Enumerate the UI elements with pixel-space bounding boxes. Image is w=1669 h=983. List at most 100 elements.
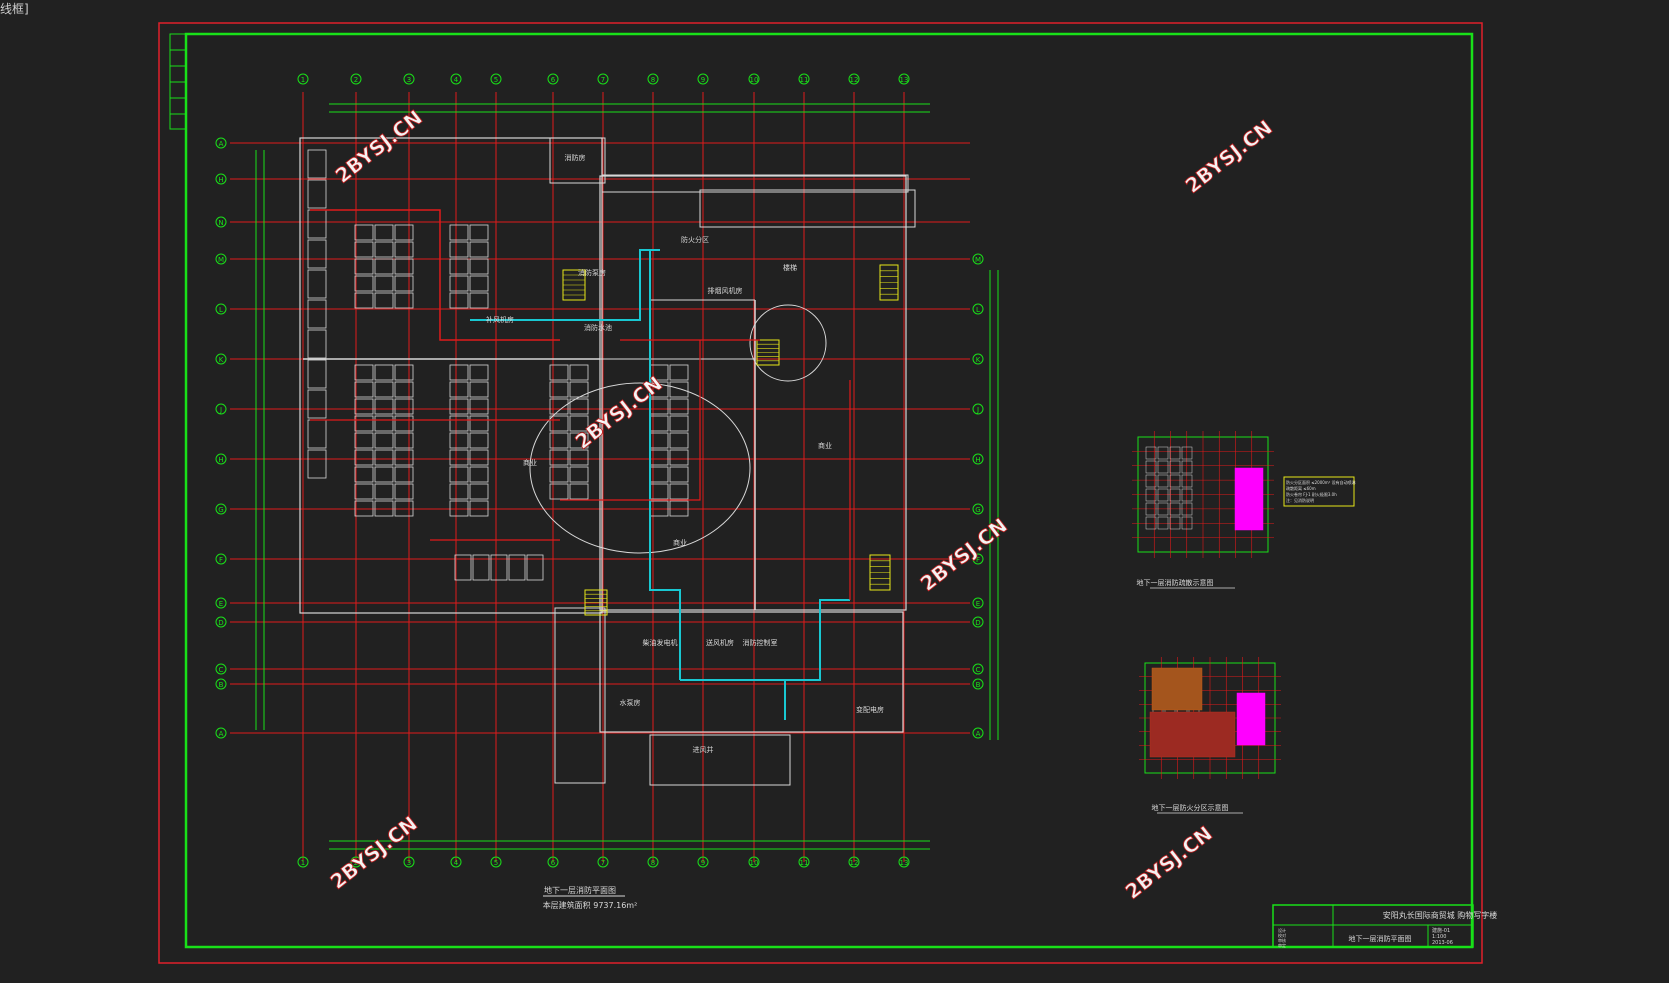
axis-bubble-bottom bbox=[297, 856, 309, 868]
parking-stall bbox=[307, 179, 327, 209]
thumb-note-line: 注：见消防说明 bbox=[1286, 497, 1314, 503]
axis-bubble-right bbox=[972, 253, 984, 265]
parking-stall bbox=[307, 449, 327, 479]
parking-stall bbox=[469, 364, 489, 381]
parking-stall bbox=[394, 415, 414, 432]
axis-label-right: D bbox=[975, 619, 980, 627]
parking-stall bbox=[374, 292, 394, 309]
axis-bubble-left bbox=[215, 173, 227, 185]
parking-stall bbox=[394, 241, 414, 258]
parking-stall bbox=[569, 381, 589, 398]
axis-label-left: M bbox=[218, 256, 224, 264]
parking-stall bbox=[354, 275, 374, 292]
axis-label-bottom: 10 bbox=[750, 859, 759, 867]
parking-stall bbox=[394, 398, 414, 415]
watermark-text: 2BYSJ.CN bbox=[1181, 115, 1277, 198]
drawing-frames bbox=[158, 22, 1483, 964]
parking-stall bbox=[449, 258, 469, 275]
parking-stall bbox=[508, 554, 526, 581]
axis-label-bottom: 13 bbox=[900, 859, 909, 867]
thumb-stall bbox=[1157, 446, 1169, 460]
pump-room bbox=[549, 137, 606, 184]
sprinkler-main bbox=[310, 209, 560, 341]
axis-label-right: C bbox=[976, 666, 981, 674]
parking-stall bbox=[449, 483, 469, 500]
parking-stall bbox=[469, 258, 489, 275]
parking-stall bbox=[374, 432, 394, 449]
parking-stall bbox=[669, 449, 689, 466]
axis-label-bottom: 7 bbox=[601, 859, 605, 867]
axis-bubble-left bbox=[215, 253, 227, 265]
parking-stall bbox=[449, 364, 469, 381]
thumb-stall bbox=[1181, 446, 1193, 460]
axis-label-right: G bbox=[975, 506, 980, 514]
axis-bubble-bottom bbox=[350, 856, 362, 868]
title-block-code: 2013-06 bbox=[1432, 940, 1453, 946]
parking-stall bbox=[374, 483, 394, 500]
parking-stall bbox=[449, 275, 469, 292]
axis-bubble-left bbox=[215, 597, 227, 609]
axis-label-right: E bbox=[976, 600, 980, 608]
parking-stall bbox=[569, 432, 589, 449]
title-block-row: 审定 bbox=[1278, 942, 1286, 948]
room-label: 消防房 bbox=[565, 153, 586, 162]
axis-label-top: 10 bbox=[750, 76, 759, 84]
thumb-stall bbox=[1169, 502, 1181, 516]
parking-stalls bbox=[307, 149, 689, 581]
axis-label-left: B bbox=[219, 681, 224, 689]
parking-stall bbox=[394, 224, 414, 241]
parking-stall bbox=[449, 381, 469, 398]
axis-bubble-right bbox=[972, 353, 984, 365]
thumb-stall bbox=[1169, 488, 1181, 502]
axis-bubble-right bbox=[972, 453, 984, 465]
parking-stall bbox=[374, 241, 394, 258]
parking-stall bbox=[354, 432, 374, 449]
parking-stall bbox=[307, 299, 327, 329]
parking-stall bbox=[549, 449, 569, 466]
axis-bubble-right bbox=[972, 597, 984, 609]
thumb-stall bbox=[1169, 474, 1181, 488]
thumb-stall bbox=[1157, 502, 1169, 516]
parking-stall bbox=[374, 364, 394, 381]
parking-stall bbox=[374, 275, 394, 292]
axis-label-top: 9 bbox=[701, 76, 705, 84]
parking-stall bbox=[394, 258, 414, 275]
axis-bubble-left bbox=[215, 616, 227, 628]
thumb-highlight bbox=[1236, 692, 1266, 746]
axis-label-top: 7 bbox=[601, 76, 605, 84]
parking-stall bbox=[374, 258, 394, 275]
axis-bubble-top bbox=[597, 73, 609, 85]
parking-stall bbox=[569, 364, 589, 381]
axis-bubble-left bbox=[215, 553, 227, 565]
parking-stall bbox=[307, 269, 327, 299]
room-label: 水泵房 bbox=[620, 698, 641, 707]
thumb-note-box bbox=[1283, 476, 1355, 507]
axis-bubble-right bbox=[972, 663, 984, 675]
axis-bubble-top bbox=[350, 73, 362, 85]
parking-stall bbox=[354, 500, 374, 517]
axis-bubble-bottom bbox=[748, 856, 760, 868]
parking-stall bbox=[469, 500, 489, 517]
parking-stall bbox=[354, 449, 374, 466]
axis-bubble-left bbox=[215, 216, 227, 228]
parking-stall bbox=[669, 500, 689, 517]
room-label: 商业 bbox=[818, 441, 832, 450]
parking-stall bbox=[307, 419, 327, 449]
ramp-zone bbox=[699, 189, 916, 228]
parking-stall bbox=[394, 466, 414, 483]
axis-label-left: K bbox=[219, 356, 224, 364]
axis-bubble-bottom bbox=[547, 856, 559, 868]
axis-label-top: 11 bbox=[800, 76, 809, 84]
thumb-zone-red bbox=[1149, 711, 1236, 758]
title-block-row: 校对 bbox=[1278, 932, 1286, 938]
watermark-text: 2BYSJ.CN bbox=[331, 105, 427, 188]
axis-label-bottom: 2 bbox=[354, 859, 358, 867]
axis-label-bottom: 1 bbox=[301, 859, 305, 867]
parking-stall bbox=[549, 466, 569, 483]
parking-stall bbox=[469, 466, 489, 483]
entrance-zone bbox=[649, 734, 791, 786]
axis-bubble-left bbox=[215, 137, 227, 149]
parking-stall bbox=[669, 432, 689, 449]
